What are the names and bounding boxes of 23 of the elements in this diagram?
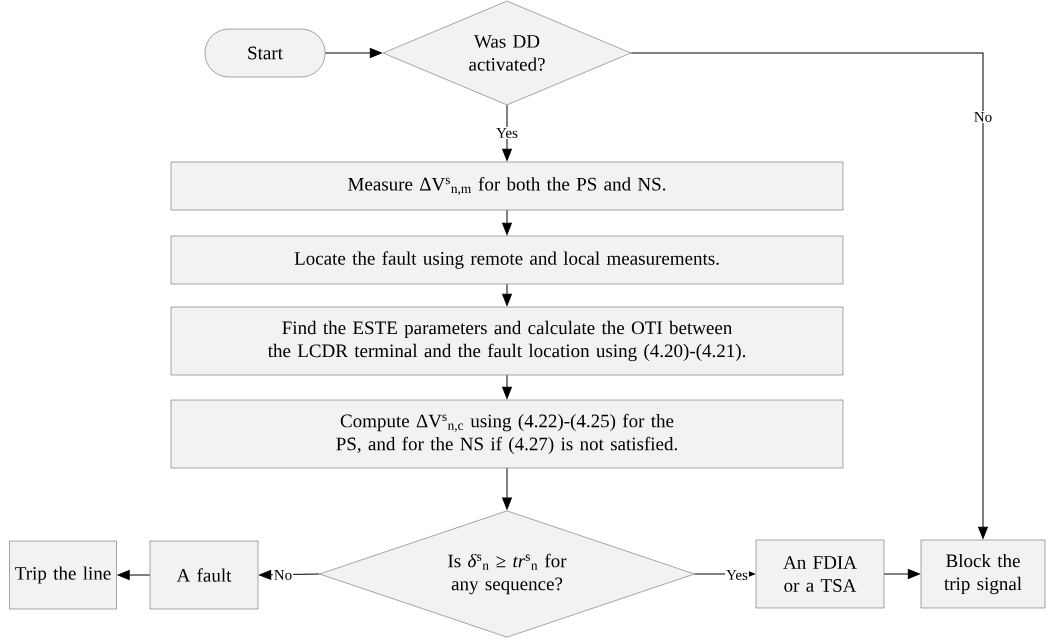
arrow (502, 374, 512, 399)
process-box: Compute ΔV$^{s}$$_{n,c}$ using (4.22)-(4.25) for the PS, and for the NS if (4.27) is not satisfied. (170, 399, 844, 469)
process-box: Locate the fault using remote and local measurements. (170, 235, 844, 285)
arrow (324, 48, 382, 58)
process-box: A fault (149, 540, 259, 610)
edge-label: Yes (725, 569, 749, 581)
edge-label: No (972, 111, 994, 123)
process-box: An FDIA or a TSA (755, 539, 885, 609)
edge-label: No (272, 569, 294, 581)
process-box: Trip the line (9, 540, 117, 610)
arrow (630, 52, 988, 539)
arrow (502, 104, 512, 161)
arrow (502, 283, 512, 306)
arrow (502, 467, 512, 510)
terminator-box: Start (204, 28, 326, 78)
arrow (259, 569, 320, 580)
edge-label: Yes (495, 127, 519, 139)
arrow (502, 209, 512, 235)
arrow (117, 570, 151, 580)
process-box: Block the trip signal (920, 539, 1046, 609)
process-box: Find the ESTE parameters and calculate the OTI between the LCDR terminal and the fault location using (4.20)-(4.21). (170, 306, 844, 376)
arrow (883, 569, 920, 579)
process-box: Measure ΔV$^{s}$$_{n,m}$ for both the PS and NS. (170, 161, 844, 211)
